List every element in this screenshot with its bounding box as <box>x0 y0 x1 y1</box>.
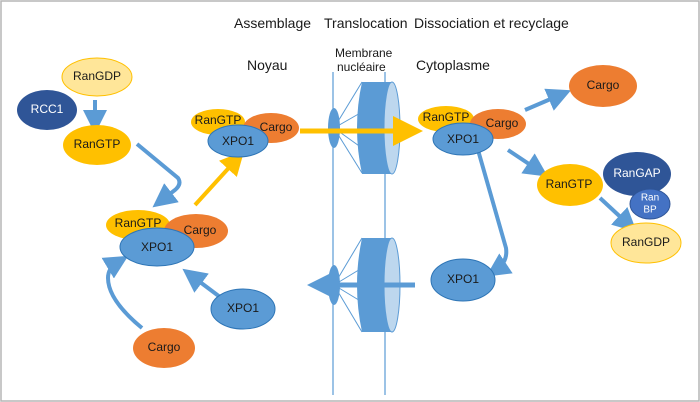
region-membrane-line1: Membrane <box>335 46 393 60</box>
complex-cyto-rangtp: RanGTP <box>423 110 470 124</box>
complex-mid-cargo: Cargo <box>184 223 217 237</box>
nuclear-pore-upper <box>328 81 401 175</box>
node-rangap: RanGAP <box>603 152 671 196</box>
node-rangdp-right: RanGDP <box>610 222 682 264</box>
node-cargo-bottom-label: Cargo <box>148 340 181 354</box>
complex-cytoplasm: RanGTP Cargo XPO1 <box>418 106 526 156</box>
arrow-to-cargo-released <box>524 88 572 112</box>
arrow-to-rangdp-right <box>598 196 637 233</box>
region-cytoplasme: Cytoplasme <box>416 57 490 73</box>
node-xpo1-free-label: XPO1 <box>227 301 259 315</box>
node-rangdp-top: RanGDP <box>61 57 133 97</box>
arrow-complex-to-top <box>193 151 245 207</box>
arrow-to-xpo1-recycled <box>476 149 513 277</box>
node-ranbp-label-2: BP <box>643 205 657 216</box>
node-ranbp: Ran BP <box>629 188 671 220</box>
node-cargo-released: Cargo <box>569 65 637 107</box>
arrow-rangtp-to-complex <box>135 142 182 208</box>
complex-top-rangtp: RanGTP <box>195 113 242 127</box>
node-rangap-label: RanGAP <box>613 166 660 180</box>
region-membrane-line2: nucléaire <box>337 60 386 74</box>
header-dissociation: Dissociation et recyclage <box>414 15 569 31</box>
complex-top: RanGTP Cargo XPO1 <box>191 109 299 158</box>
complex-mid-rangtp: RanGTP <box>115 216 162 230</box>
complex-middle: RanGTP Cargo XPO1 <box>106 210 228 267</box>
arrow-to-rangtp-right <box>506 148 548 177</box>
node-rangtp-right: RanGTP <box>537 164 603 206</box>
node-xpo1-recycled: XPO1 <box>430 258 496 302</box>
node-rangtp-left: RanGTP <box>63 125 131 165</box>
node-rcc1-label: RCC1 <box>31 102 64 116</box>
arrow-cargo-to-complex <box>101 255 144 330</box>
complex-cyto-xpo1: XPO1 <box>447 132 479 146</box>
node-rangtp-left-label: RanGTP <box>74 137 121 151</box>
node-cargo-bottom: Cargo <box>133 328 195 368</box>
node-rcc1: RCC1 <box>17 90 77 130</box>
complex-cyto-cargo: Cargo <box>486 116 519 130</box>
node-ranbp-label-1: Ran <box>641 193 659 204</box>
region-noyau: Noyau <box>247 57 287 73</box>
header-translocation: Translocation <box>324 15 408 31</box>
complex-top-cargo: Cargo <box>260 120 293 134</box>
node-rangdp-right-label: RanGDP <box>622 235 670 249</box>
complex-mid-xpo1: XPO1 <box>141 240 173 254</box>
node-cargo-released-label: Cargo <box>587 78 620 92</box>
header-assemblage: Assemblage <box>234 15 311 31</box>
complex-top-xpo1: XPO1 <box>222 134 254 148</box>
node-xpo1-free-nucleus: XPO1 <box>210 288 276 330</box>
node-xpo1-recycled-label: XPO1 <box>447 272 479 286</box>
node-rangtp-right-label: RanGTP <box>546 177 593 191</box>
node-rangdp-top-label: RanGDP <box>73 69 121 83</box>
